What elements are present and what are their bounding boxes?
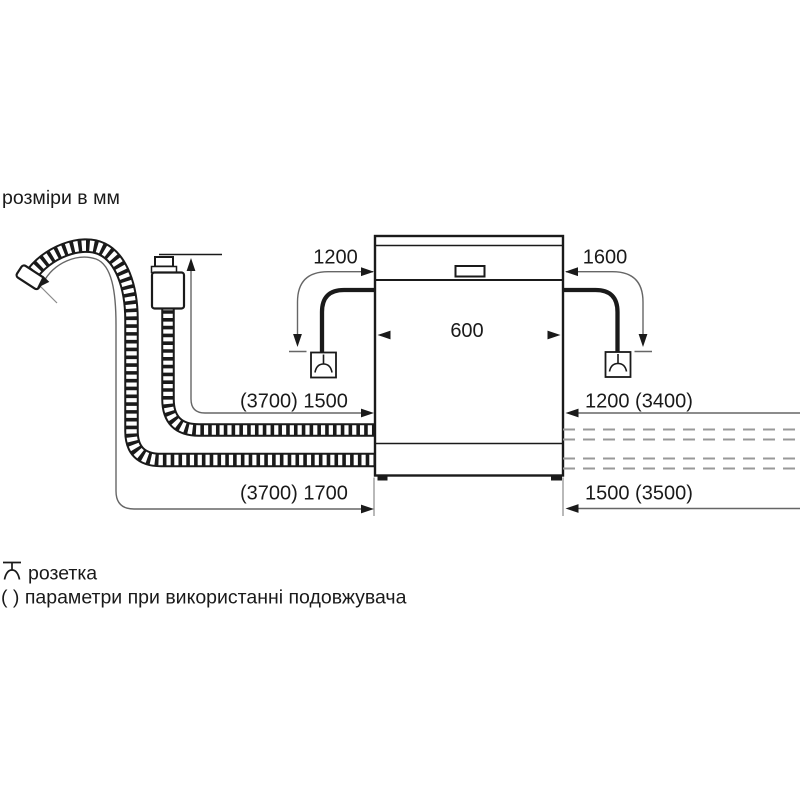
- arrow-cord-right-left: [565, 267, 578, 277]
- dim-line-supply-left: [190, 261, 368, 414]
- label-supply-left: (3700) 1500: [240, 391, 348, 413]
- socket-icon: [608, 354, 628, 372]
- label-cord-right: 1600: [583, 247, 628, 269]
- arrow-cord-left-down: [293, 334, 302, 347]
- label-drain-left: (3700) 1700: [240, 483, 348, 505]
- label-supply-right: 1200 (3400): [585, 391, 693, 413]
- arrowheads: [37, 258, 648, 514]
- arrow-supply-right: [361, 408, 374, 418]
- socket-left: [310, 351, 337, 379]
- dishwasher-foot-left: [377, 475, 388, 481]
- label-appliance-width: 600: [450, 320, 483, 342]
- dashed-routing-lines: [563, 428, 800, 470]
- arrow-drain-right: [361, 504, 374, 514]
- legend: розетка ( ) параметри при використанні п…: [1, 561, 407, 609]
- arrow-cord-right-down: [638, 334, 648, 347]
- power-cord-left: [319, 287, 378, 353]
- power-cord-right: [560, 287, 620, 352]
- dim-line-drain-left: [42, 256, 368, 510]
- socket-right: [604, 351, 632, 378]
- page-title: розміри в мм: [2, 187, 120, 209]
- power-cords: [319, 287, 620, 353]
- dim-line-cord-right: [566, 271, 644, 336]
- label-drain-right: 1500 (3500): [585, 483, 693, 505]
- dishwasher: [373, 234, 565, 481]
- arrow-width-right: [547, 330, 561, 340]
- aquastop-body: [150, 271, 186, 310]
- dishwasher-handle: [454, 265, 486, 278]
- legend-note: ( ) параметри при використанні подовжува…: [1, 587, 407, 609]
- legend-socket-label: розетка: [28, 563, 97, 585]
- arrow-cord-left-right: [361, 267, 374, 277]
- aquastop-valve: [150, 256, 186, 310]
- socket-icon: [314, 354, 333, 373]
- supply-hose: [161, 306, 378, 437]
- aquastop-cap: [154, 256, 174, 268]
- label-cord-left: 1200: [313, 247, 358, 269]
- arrow-drain-end: [37, 275, 50, 288]
- drain-hose: [23, 238, 378, 468]
- arrow-supply-up: [186, 258, 196, 271]
- arrow-width-left: [377, 330, 391, 340]
- dishwasher-foot-right: [551, 475, 562, 481]
- arrow-supply-right-side: [565, 408, 579, 418]
- socket-legend-icon: [3, 561, 21, 580]
- arrow-drain-right-side: [565, 504, 579, 513]
- dim-line-cord-left: [296, 271, 373, 336]
